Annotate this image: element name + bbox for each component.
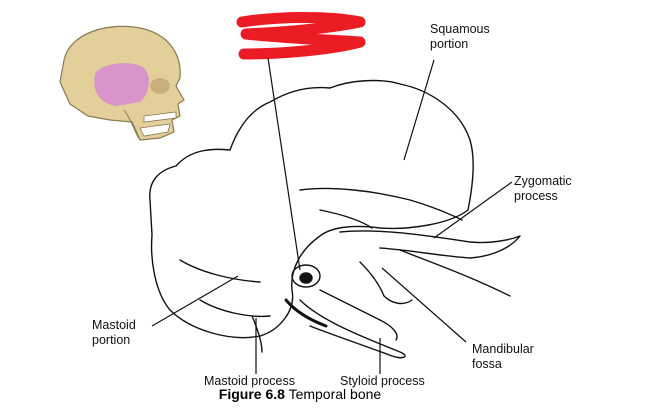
figure-number: Figure 6.8 <box>218 386 285 402</box>
figure-title: Temporal bone <box>284 386 382 402</box>
label-mandibular-fossa: Mandibular fossa <box>472 342 534 371</box>
label-mastoid-process: Mastoid process <box>204 374 296 388</box>
figure-caption: Figure 6.8 Temporal bone <box>0 386 600 402</box>
skull-thumbnail-icon <box>59 25 185 141</box>
label-mastoid-portion: Mastoid portion <box>92 318 136 347</box>
label-styloid-process: Styloid process <box>340 374 425 388</box>
label-squamous-portion: Squamous portion <box>430 22 490 51</box>
red-scribble-mark <box>236 12 366 60</box>
label-zygomatic-process: Zygomatic process <box>514 174 572 203</box>
